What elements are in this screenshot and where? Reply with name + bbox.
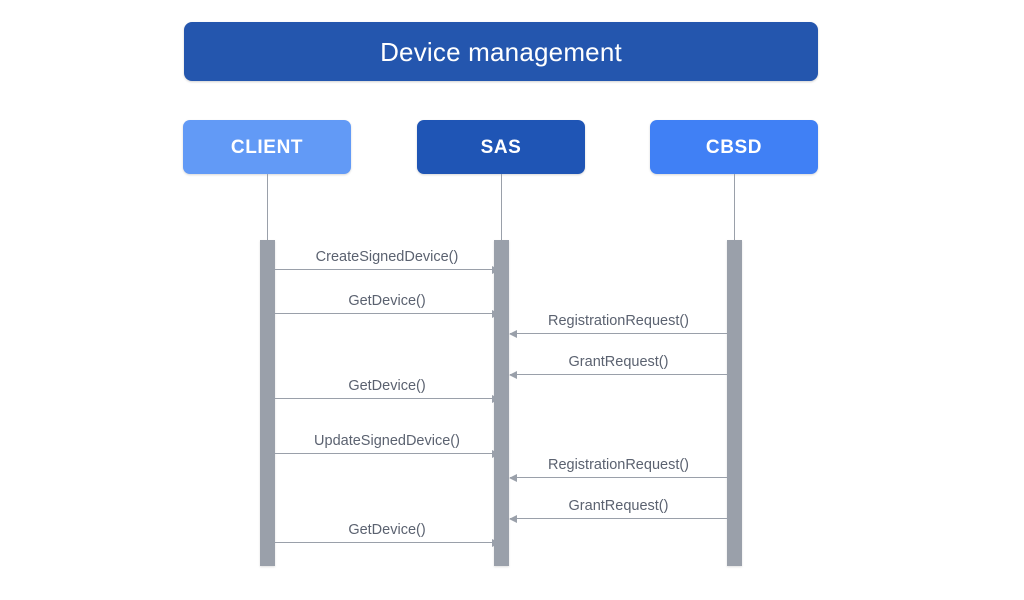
message-line [275, 542, 499, 543]
message-label: GetDevice() [348, 377, 426, 394]
message-arrow: GrantRequest() [509, 341, 727, 379]
message-label: RegistrationRequest() [547, 456, 690, 473]
message-line [510, 374, 727, 375]
arrow-head-icon [509, 370, 517, 379]
arrow-head-icon [492, 538, 500, 547]
message-line [275, 269, 499, 270]
activation-bar-sas [494, 240, 509, 566]
arrow-head-icon [492, 309, 500, 318]
actor-label-cbsd: CBSD [705, 136, 763, 158]
arrow-head-icon [492, 394, 500, 403]
message-label: GrantRequest() [568, 497, 669, 514]
arrow-head-icon [509, 329, 517, 338]
diagram-title-banner: Device management [184, 22, 818, 81]
message-line [510, 333, 727, 334]
message-label: GetDevice() [348, 292, 426, 309]
activation-bar-client [260, 240, 275, 566]
actor-header-client: CLIENT [183, 120, 351, 174]
message-label: GrantRequest() [568, 353, 669, 370]
message-line [275, 453, 499, 454]
message-label: CreateSignedDevice() [315, 248, 459, 265]
lifeline-cbsd [734, 174, 735, 240]
message-arrow: RegistrationRequest() [509, 444, 727, 482]
arrow-head-icon [509, 473, 517, 482]
actor-label-client: CLIENT [230, 136, 304, 158]
message-arrow: RegistrationRequest() [509, 300, 727, 338]
message-arrow: UpdateSignedDevice() [275, 420, 500, 458]
message-line [275, 313, 499, 314]
activation-bar-cbsd [727, 240, 742, 566]
arrow-head-icon [492, 265, 500, 274]
arrow-head-icon [509, 514, 517, 523]
actor-header-cbsd: CBSD [650, 120, 818, 174]
message-line [510, 518, 727, 519]
message-line [275, 398, 499, 399]
lifeline-client [267, 174, 268, 240]
message-line [510, 477, 727, 478]
message-arrow: GetDevice() [275, 509, 500, 547]
message-label: UpdateSignedDevice() [314, 432, 460, 449]
message-label: GetDevice() [348, 521, 426, 538]
arrow-head-icon [492, 449, 500, 458]
message-arrow: CreateSignedDevice() [275, 236, 500, 274]
message-arrow: GetDevice() [275, 280, 500, 318]
actor-header-sas: SAS [417, 120, 585, 174]
page-title: Device management [380, 36, 622, 67]
lifeline-sas [501, 174, 502, 240]
actor-label-sas: SAS [480, 136, 522, 158]
message-arrow: GetDevice() [275, 365, 500, 403]
message-arrow: GrantRequest() [509, 485, 727, 523]
message-label: RegistrationRequest() [547, 312, 690, 329]
